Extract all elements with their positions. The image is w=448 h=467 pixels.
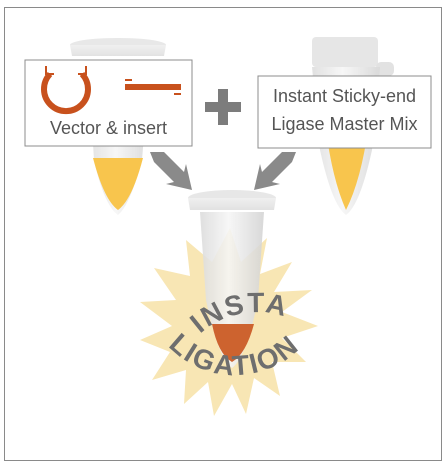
arrow-icon bbox=[150, 152, 192, 190]
vector-insert-label: Vector & insert bbox=[25, 116, 192, 140]
plus-icon bbox=[205, 89, 241, 125]
master-mix-label-line1: Instant Sticky-end bbox=[258, 84, 431, 108]
master-mix-label-line2: Ligase Master Mix bbox=[258, 112, 431, 136]
arrow-icon bbox=[254, 152, 296, 190]
